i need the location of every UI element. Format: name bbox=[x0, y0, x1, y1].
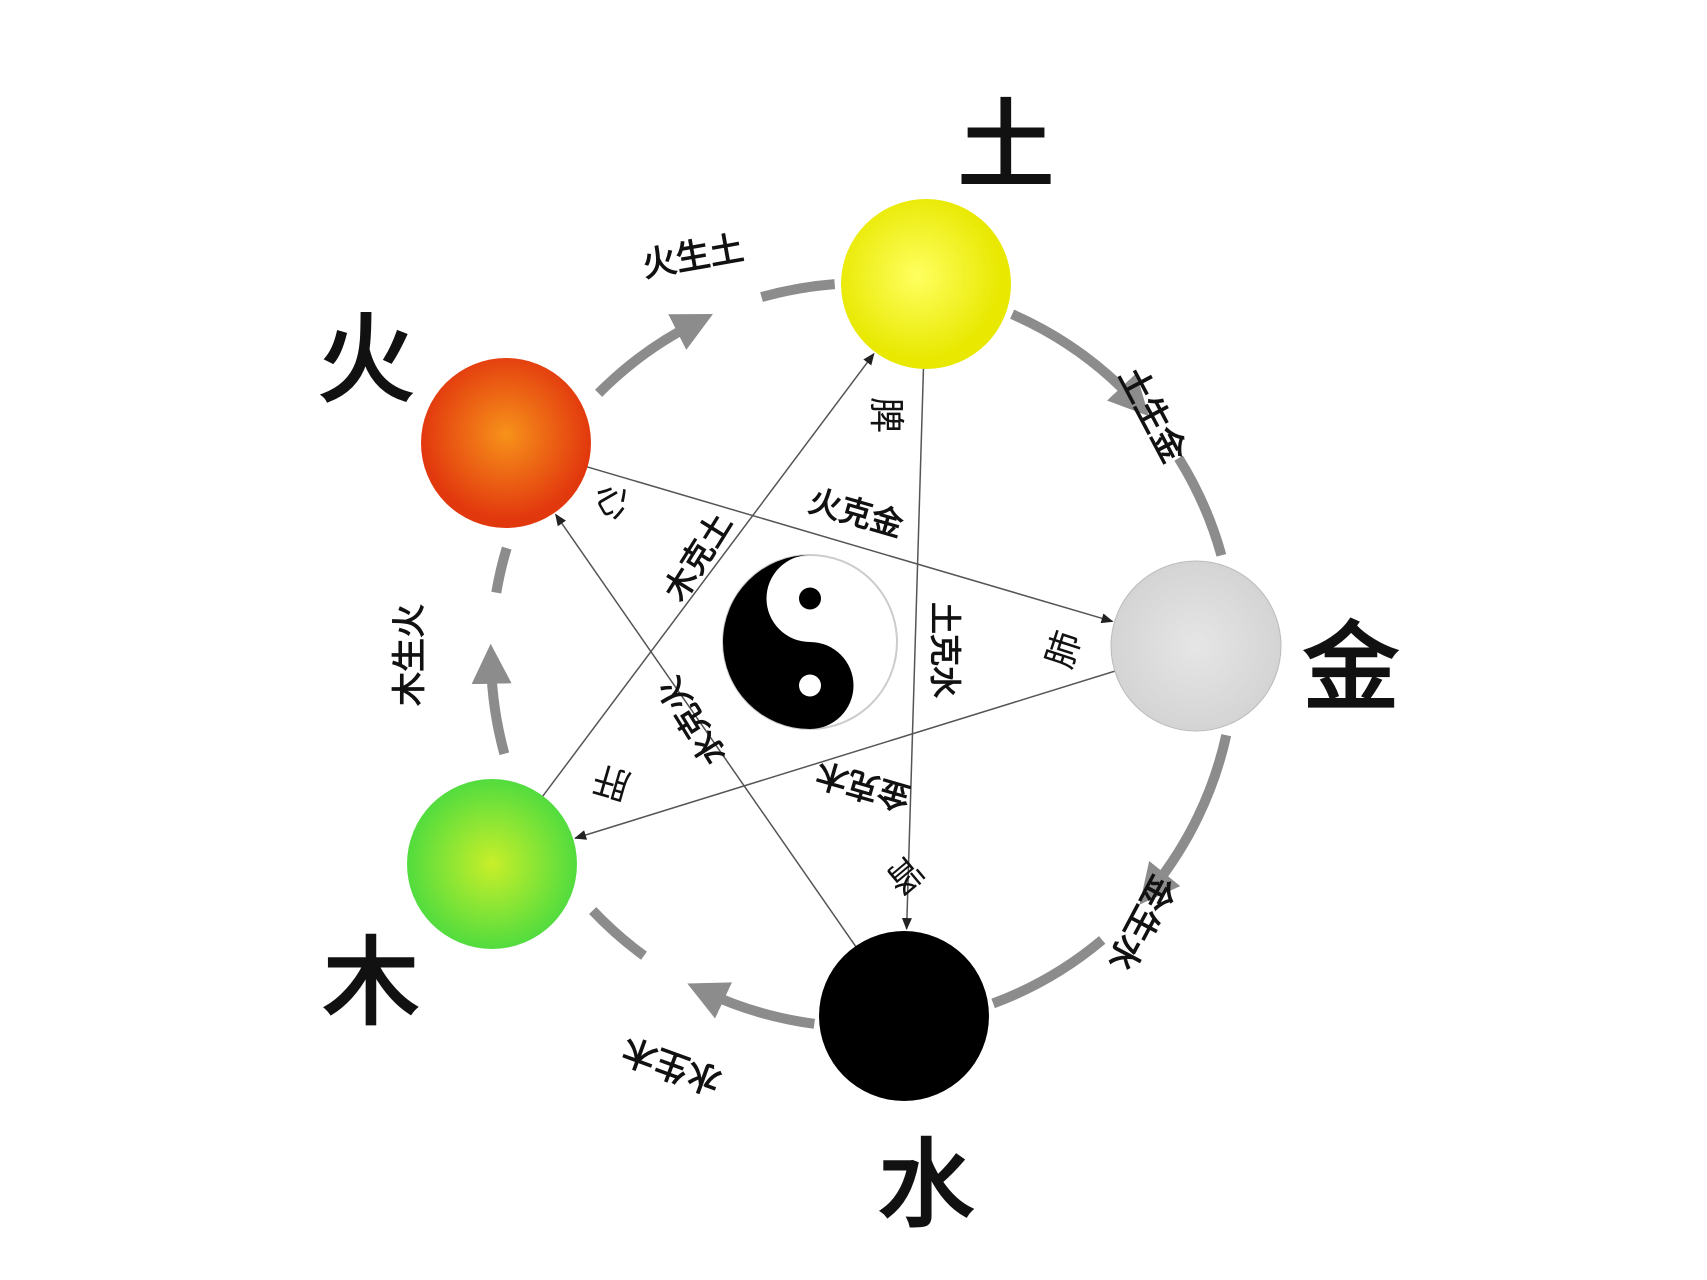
control-arrow-metal-wood bbox=[574, 663, 1139, 840]
cycle-arc-earth-metal bbox=[1174, 455, 1227, 557]
element-node-earth bbox=[841, 199, 1011, 369]
label-fire: 火 bbox=[318, 304, 414, 416]
cycle-arrow-earth-metal bbox=[1010, 309, 1149, 417]
cycle-arc-fire-earth bbox=[760, 279, 836, 302]
cycle-arc-wood-fire bbox=[491, 546, 512, 594]
element-node-metal bbox=[1110, 560, 1282, 732]
organ-spleen: 脾 bbox=[865, 396, 907, 434]
cycle-arc-water-wood bbox=[589, 907, 647, 960]
control-arrow-fire-metal bbox=[563, 459, 1114, 624]
yin-yang-icon bbox=[722, 554, 898, 730]
ctl-earth-water: 土克水 bbox=[926, 601, 965, 699]
control-arrow-wood-earth bbox=[527, 352, 875, 817]
control-arrow-water-fire bbox=[555, 513, 871, 968]
cycle-arc-metal-water bbox=[991, 936, 1106, 1009]
label-wood: 木 bbox=[323, 927, 419, 1039]
cycle-arrow-metal-water bbox=[1139, 734, 1232, 905]
label-water: 水 bbox=[878, 1129, 974, 1241]
element-node-fire bbox=[421, 358, 591, 528]
cycle-arrow-water-wood bbox=[687, 982, 815, 1029]
element-node-water bbox=[819, 931, 989, 1101]
gen-wood-fire: 木生火 bbox=[390, 604, 430, 706]
cycle-arrow-fire-earth bbox=[595, 314, 713, 397]
control-arrow-earth-water bbox=[901, 343, 925, 931]
label-metal: 金 bbox=[1303, 612, 1399, 724]
element-node-wood bbox=[407, 779, 577, 949]
cycle-arrow-wood-fire bbox=[471, 643, 512, 756]
label-earth: 土 bbox=[958, 90, 1054, 202]
